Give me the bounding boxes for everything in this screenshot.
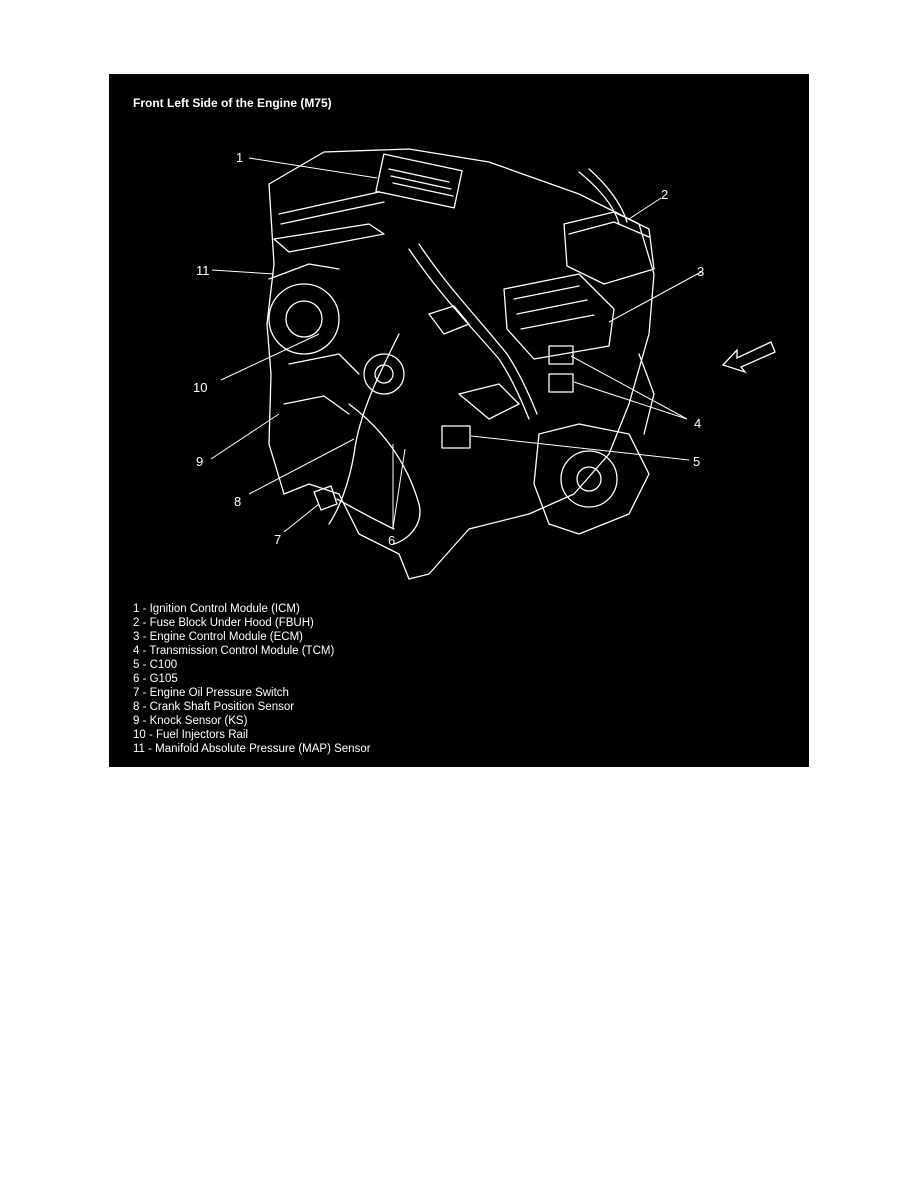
callout-6: 6 [388, 533, 396, 548]
engine-line-art [210, 148, 776, 580]
callout-10: 10 [193, 380, 208, 395]
legend-item: 11 - Manifold Absolute Pressure (MAP) Se… [133, 743, 371, 755]
pulley-shape [268, 283, 340, 355]
callout-8: 8 [234, 494, 242, 509]
callout-1: 1 [236, 150, 244, 165]
engine-diagram-figure: Front Left Side of the Engine (M75) [109, 74, 809, 767]
legend-item: 10 - Fuel Injectors Rail [133, 729, 249, 741]
transmission-shape [533, 423, 650, 535]
legend-item: 2 - Fuse Block Under Hood (FBUH) [133, 617, 314, 629]
fuel-injector-rail-shape [273, 223, 385, 253]
legend-item: 3 - Engine Control Module (ECM) [133, 631, 304, 643]
legend-item: 9 - Knock Sensor (KS) [133, 715, 248, 727]
callout-5: 5 [693, 454, 701, 469]
front-arrow-icon [721, 341, 776, 374]
callout-11: 11 [196, 263, 210, 278]
legend-item: 5 - C100 [133, 659, 178, 671]
wiring-harness-shape [408, 248, 530, 420]
legend-item: 8 - Crank Shaft Position Sensor [133, 701, 295, 713]
legend-list: 1 - Ignition Control Module (ICM) 2 - Fu… [133, 602, 371, 756]
callout-2: 2 [661, 187, 669, 202]
legend-item: 4 - Transmission Control Module (TCM) [133, 645, 335, 657]
legend-item: 1 - Ignition Control Module (ICM) [133, 603, 300, 615]
callout-9: 9 [196, 454, 204, 469]
legend-item: 6 - G105 [133, 673, 178, 685]
ignition-control-module-shape [375, 153, 463, 209]
callout-7: 7 [274, 532, 282, 547]
callout-4: 4 [694, 416, 702, 431]
ecm-shape [503, 273, 615, 360]
legend-item: 7 - Engine Oil Pressure Switch [133, 687, 289, 699]
callout-3: 3 [697, 264, 705, 279]
engine-block-outline [266, 148, 655, 580]
tcm-connector-shape [548, 345, 574, 365]
c100-connector-shape [441, 425, 471, 449]
figure-title: Front Left Side of the Engine (M75) [133, 96, 332, 110]
